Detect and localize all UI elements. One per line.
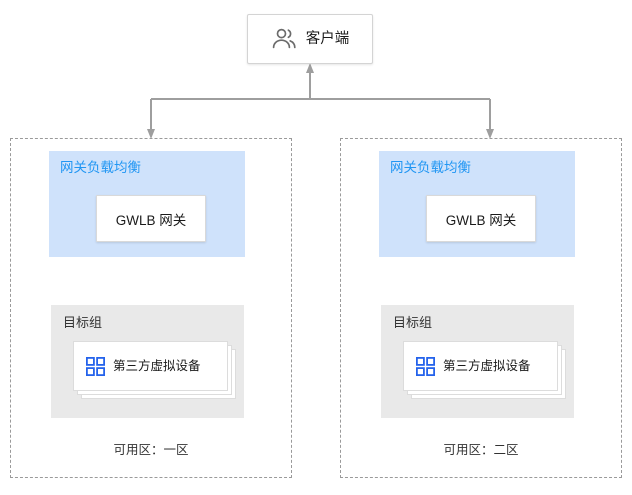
appliance-label-a: 第三方虚拟设备: [113, 358, 201, 373]
gwlb-gateway-node-a[interactable]: GWLB 网关: [96, 195, 206, 242]
client-label: 客户端: [305, 30, 350, 47]
gwlb-gateway-label-a: GWLB 网关: [115, 212, 187, 228]
gwlb-gateway-node-b[interactable]: GWLB 网关: [426, 195, 536, 242]
appliance-card-front-b[interactable]: 第三方虚拟设备: [403, 341, 558, 391]
appliance-card-front-a[interactable]: 第三方虚拟设备: [73, 341, 228, 391]
gwlb-gateway-label-b: GWLB 网关: [445, 212, 517, 228]
gwlb-section-b: 网关负载均衡 GWLB 网关: [379, 151, 575, 257]
gwlb-section-a: 网关负载均衡 GWLB 网关: [49, 151, 245, 257]
zone-panel-b: 网关负载均衡 GWLB 网关 目标组 第三方虚拟设备: [340, 138, 622, 478]
target-group-title-a: 目标组: [63, 315, 103, 330]
grid-four-squares-icon: [86, 356, 105, 376]
appliance-stack-a[interactable]: 第三方虚拟设备: [73, 341, 236, 403]
grid-four-squares-icon: [416, 356, 435, 376]
target-group-section-a: 目标组 第三方虚拟设备: [51, 305, 244, 418]
arrowhead-to-client: [306, 63, 314, 73]
users-icon: [272, 28, 296, 49]
gwlb-section-title-a: 网关负载均衡: [60, 160, 141, 175]
client-node[interactable]: 客户端: [247, 14, 373, 64]
zone-panel-a: 网关负载均衡 GWLB 网关 目标组 第三方虚拟设备: [10, 138, 292, 478]
appliance-label-b: 第三方虚拟设备: [443, 358, 531, 373]
availability-zone-label-b: 可用区：二区: [443, 443, 519, 457]
availability-zone-label-a: 可用区：一区: [113, 443, 189, 457]
gwlb-section-title-b: 网关负载均衡: [390, 160, 471, 175]
appliance-stack-b[interactable]: 第三方虚拟设备: [403, 341, 566, 403]
target-group-title-b: 目标组: [393, 315, 433, 330]
target-group-section-b: 目标组 第三方虚拟设备: [381, 305, 574, 418]
